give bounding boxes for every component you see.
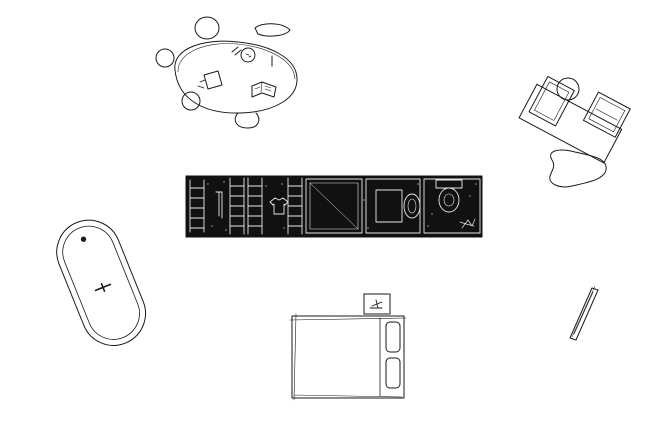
chair-icon (181, 91, 201, 111)
wc-room (423, 178, 481, 234)
mirror-frame (569, 287, 599, 341)
strip-background (185, 175, 483, 238)
sofa-body (518, 83, 623, 164)
side-table-icon (556, 77, 580, 101)
floor-plan-strip[interactable] (185, 175, 483, 238)
sink-icon (403, 193, 421, 219)
napkin-icon (203, 70, 223, 90)
nightstand[interactable] (363, 293, 391, 315)
chair-icon (155, 48, 175, 68)
sofa-seat-left (528, 76, 575, 127)
sofa-set[interactable] (518, 65, 632, 164)
shower-icon (305, 178, 363, 234)
dining-table[interactable] (155, 16, 298, 129)
garment-icon (215, 191, 223, 219)
armchair-icon (582, 91, 631, 138)
pillow-icon (385, 357, 401, 389)
shirt-icon (269, 197, 289, 215)
pebble-rug[interactable] (549, 149, 607, 188)
bed-sketch-line (289, 313, 407, 401)
plate-icon (240, 47, 256, 63)
faucet-icon (94, 282, 112, 292)
leaning-mirror[interactable] (569, 285, 599, 341)
table-top (174, 40, 298, 114)
toilet-icon (438, 187, 460, 213)
cutlery-icon (231, 46, 242, 56)
tub-inner (62, 225, 140, 340)
nightstand-top (363, 293, 391, 315)
book-icon (251, 81, 277, 98)
chair-icon (234, 112, 260, 129)
bed-frame (291, 315, 405, 399)
bed[interactable] (289, 313, 407, 401)
chair-icon (194, 16, 220, 40)
tub-outer (56, 219, 146, 346)
lamp-icon (369, 299, 383, 309)
table-top-sketch-line (177, 43, 296, 80)
strip-texture (207, 181, 477, 231)
chair-icon (254, 23, 291, 37)
plant-icon (459, 218, 476, 229)
pillow-icon (385, 321, 401, 353)
bathtub[interactable] (47, 211, 155, 356)
drain-icon (80, 236, 87, 242)
